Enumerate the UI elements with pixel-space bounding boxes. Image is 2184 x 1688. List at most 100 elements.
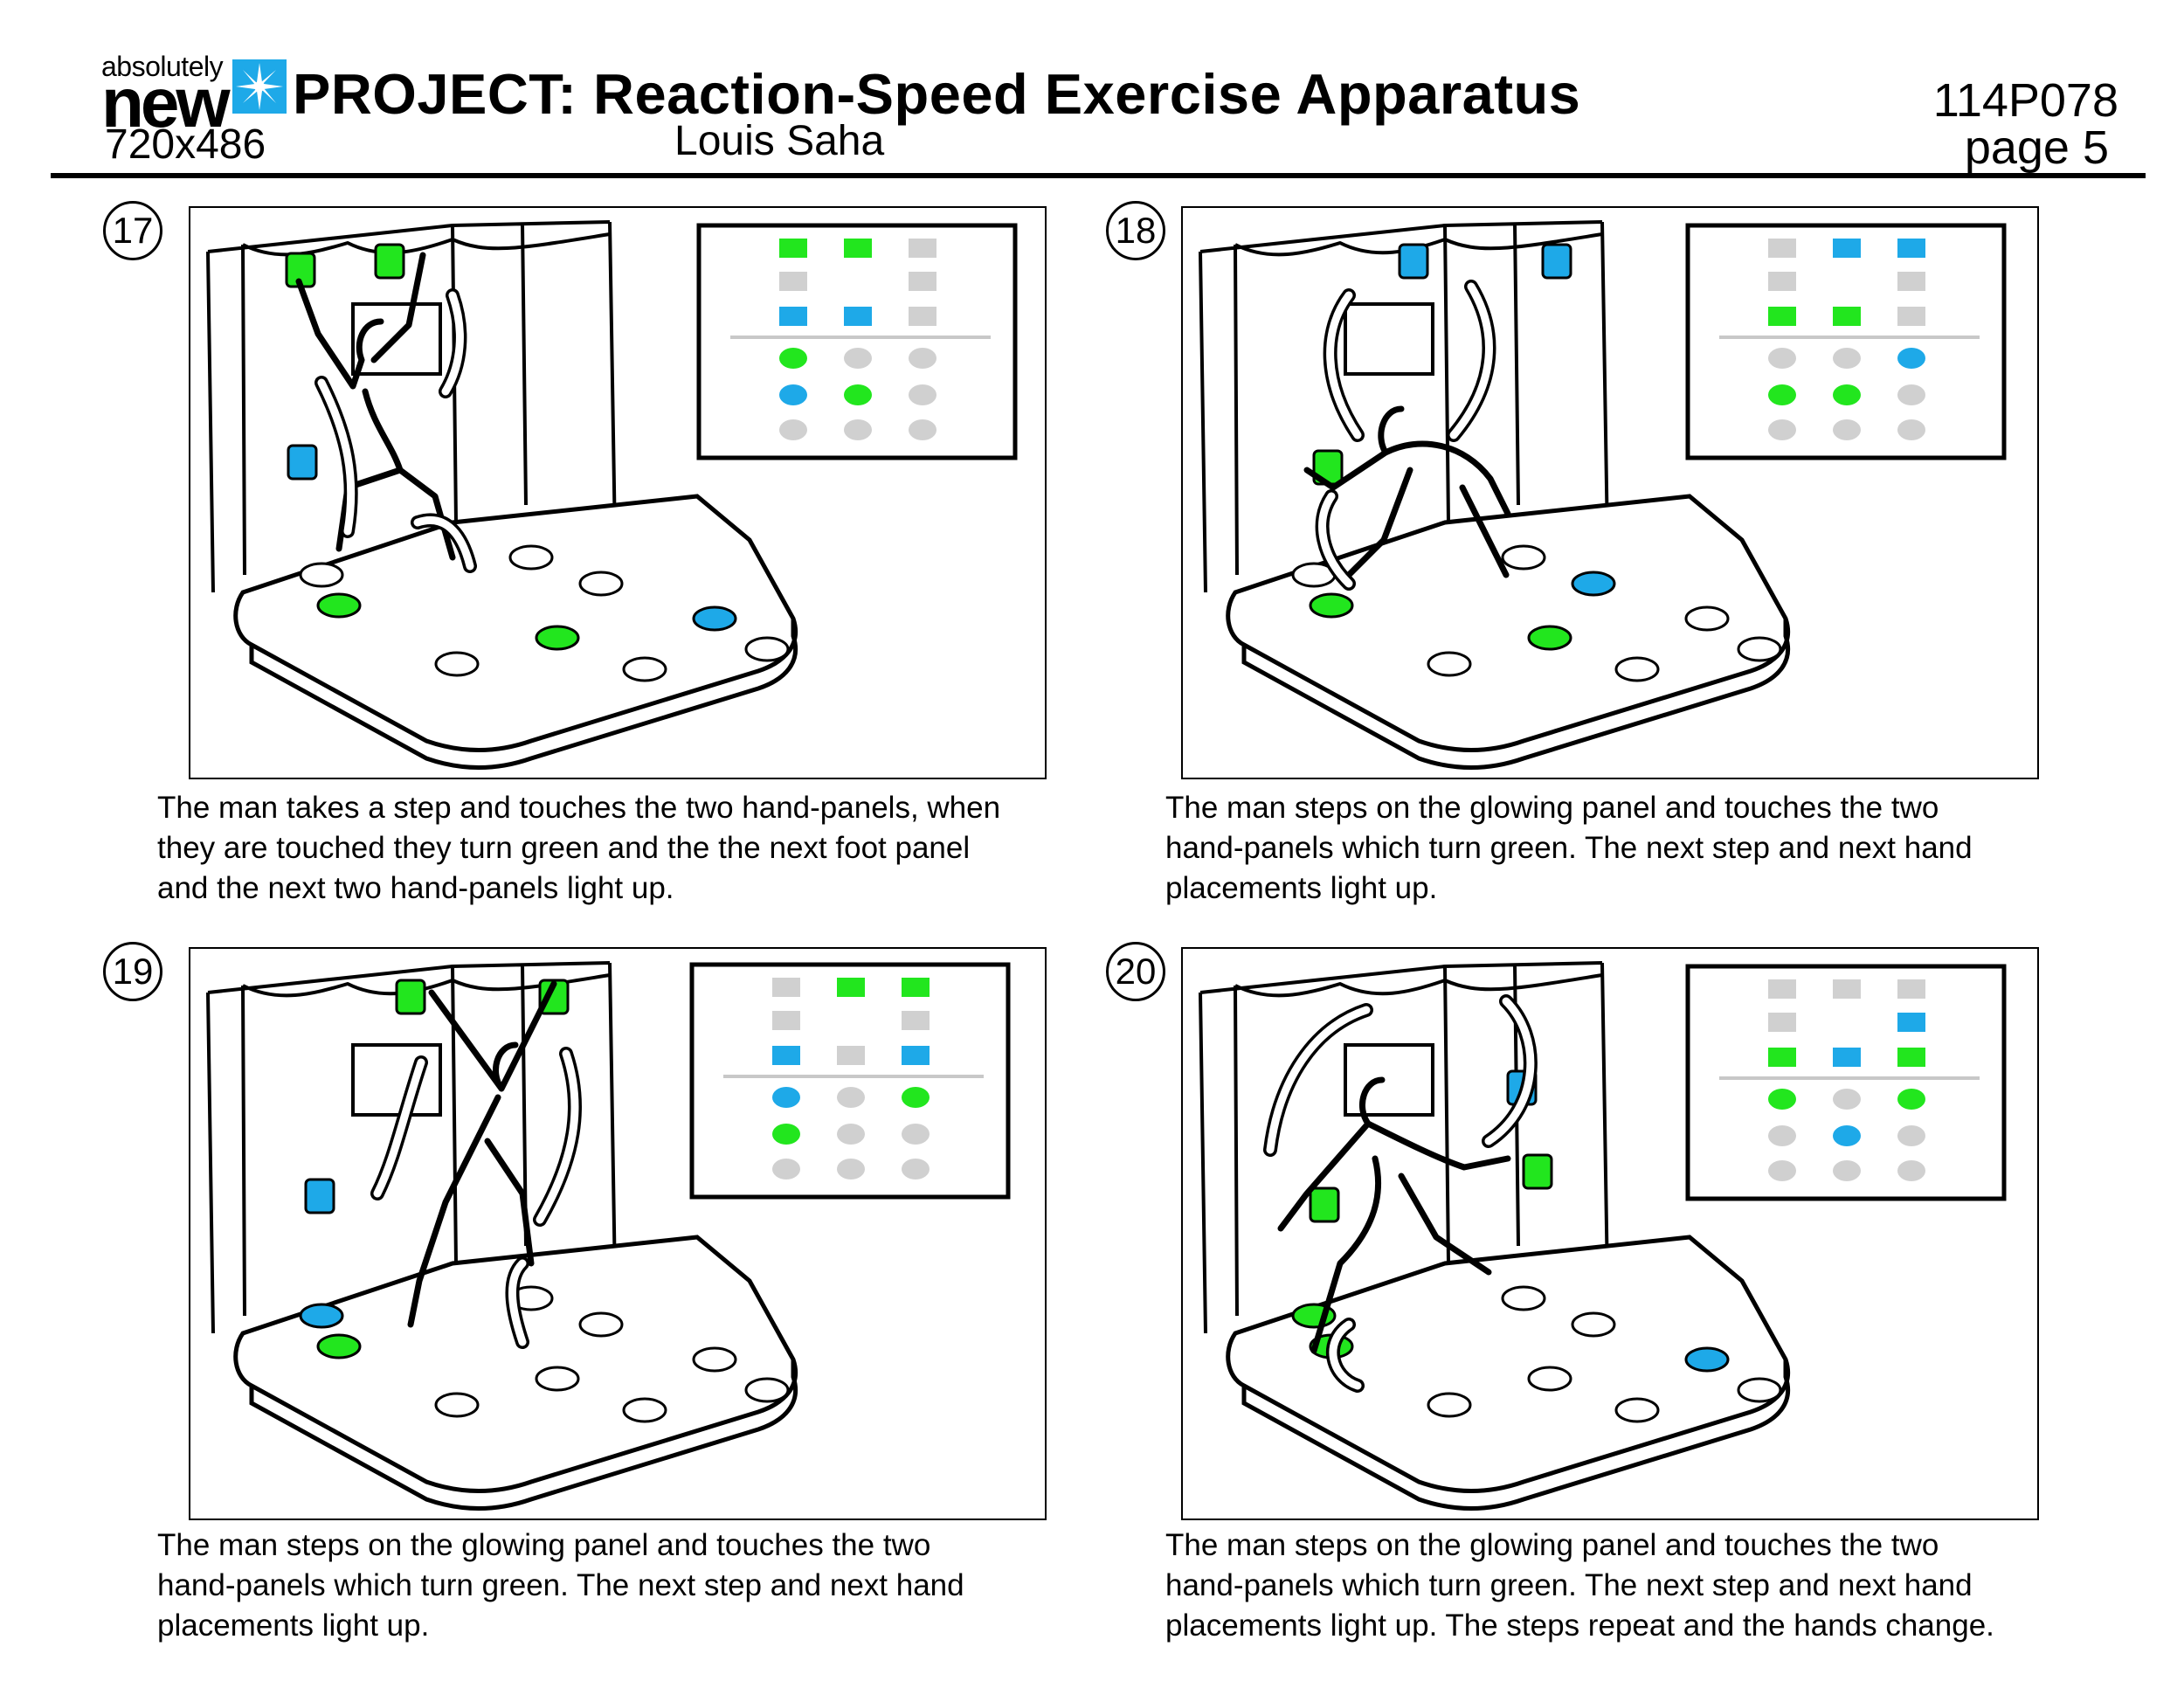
hand-indicator <box>844 307 872 326</box>
hand-indicator <box>1897 1013 1925 1032</box>
hand-indicator <box>1897 1048 1925 1067</box>
hand-indicator <box>1768 272 1796 291</box>
motion-arrow-fill <box>1329 1320 1362 1390</box>
hand-indicator <box>772 978 800 997</box>
caption-line: hand-panels which turn green. The next s… <box>1165 831 1973 865</box>
exercising-man <box>295 252 456 561</box>
motion-arrow-fill <box>1266 1006 1371 1154</box>
foot-indicator <box>779 384 807 405</box>
hand-pad <box>1398 243 1429 280</box>
status-display <box>689 962 1011 1200</box>
exercising-man <box>407 980 557 1328</box>
floor-pad <box>692 605 737 632</box>
wall-monitor <box>351 1043 442 1117</box>
hand-pad <box>1522 1153 1553 1190</box>
foot-indicator <box>1897 1160 1925 1181</box>
floor-pad <box>1571 1311 1616 1338</box>
hand-indicator <box>772 1011 800 1030</box>
motion-arrow-fill <box>1318 492 1353 588</box>
display-frame <box>696 223 1018 460</box>
floor-pad <box>1501 1285 1546 1311</box>
floor-pad <box>535 625 580 651</box>
foot-indicator <box>1768 1125 1796 1146</box>
foot-indicator <box>909 384 936 405</box>
foot-indicator <box>844 419 872 440</box>
hand-pad <box>1309 1186 1340 1223</box>
status-display <box>1685 223 2007 460</box>
foot-indicator <box>1833 1089 1861 1110</box>
frame-rail <box>1234 973 1603 998</box>
panel-illustration <box>189 947 1047 1520</box>
hand-indicator <box>1897 272 1925 291</box>
floor-pad <box>1737 1377 1782 1403</box>
hand-indicator <box>779 272 807 291</box>
motion-arrow-fill <box>536 1049 579 1224</box>
hand-pad <box>395 979 426 1015</box>
caption-line: hand-panels which turn green. The next s… <box>157 1568 964 1602</box>
floor-pad <box>622 656 667 682</box>
hand-indicator <box>1768 307 1796 326</box>
motion-arrow-fill <box>1449 282 1493 439</box>
foot-indicator <box>1833 348 1861 369</box>
hand-indicator <box>1768 239 1796 258</box>
floor-pad <box>1571 571 1616 597</box>
foot-indicator <box>1897 384 1925 405</box>
hand-pad <box>1541 243 1572 280</box>
foot-indicator <box>1768 1160 1796 1181</box>
foot-indicator <box>772 1087 800 1108</box>
motion-arrow-fill <box>1484 997 1535 1145</box>
foot-indicator <box>902 1124 930 1145</box>
hand-indicator <box>902 1046 930 1065</box>
floor-pad <box>692 1346 737 1373</box>
hand-indicator <box>1833 307 1861 326</box>
hand-indicator <box>837 978 865 997</box>
frame-rail <box>242 232 611 257</box>
apparatus-drawing <box>206 961 1011 1511</box>
hand-indicator <box>779 307 807 326</box>
floor-pad <box>1737 636 1782 662</box>
foot-indicator <box>902 1159 930 1180</box>
floor-pad <box>1614 1397 1660 1423</box>
hand-indicator <box>1897 239 1925 258</box>
floor-pad <box>434 1392 480 1418</box>
foot-indicator <box>1768 348 1796 369</box>
caption-line: The man steps on the glowing panel and t… <box>1165 1528 1939 1562</box>
floor-pad <box>1427 651 1472 677</box>
page-number: page 5 <box>1964 121 2109 174</box>
hand-pad <box>374 243 405 280</box>
hand-indicator <box>772 1046 800 1065</box>
foot-indicator <box>909 348 936 369</box>
status-display <box>696 223 1018 460</box>
foot-indicator <box>1768 419 1796 440</box>
exercising-man <box>1303 405 1511 578</box>
caption-line: hand-panels which turn green. The next s… <box>1165 1568 1973 1602</box>
panel-caption: The man steps on the glowing panel and t… <box>1165 788 2144 909</box>
status-display <box>1685 964 2007 1201</box>
floor-pad <box>508 544 554 571</box>
floor-pad <box>1684 605 1730 632</box>
floor-pad <box>535 1366 580 1392</box>
floor-pad <box>316 592 362 619</box>
foot-indicator <box>1833 1160 1861 1181</box>
exercising-man <box>1277 1076 1511 1354</box>
absolutely-new-logo: absolutely new <box>101 51 287 138</box>
floor-pad <box>1527 1366 1572 1392</box>
hand-indicator <box>909 272 936 291</box>
hand-indicator <box>844 239 872 258</box>
floor-pad <box>1309 592 1354 619</box>
foot-indicator <box>1833 384 1861 405</box>
caption-line: they are touched they turn green and the… <box>157 831 971 865</box>
apparatus-drawing <box>206 220 1018 770</box>
hand-pad <box>287 444 318 481</box>
motion-arrow-fill <box>1326 291 1362 439</box>
foot-indicator <box>772 1159 800 1180</box>
platform-edge <box>1241 1359 1791 1511</box>
hand-indicator <box>1768 1048 1796 1067</box>
caption-line: and the next two hand-panels light up. <box>157 871 674 905</box>
foot-indicator <box>772 1124 800 1145</box>
floor-pad <box>316 1333 362 1359</box>
hand-pad <box>304 1178 335 1214</box>
panel-illustration <box>189 206 1047 779</box>
floor-pad <box>578 571 624 597</box>
hand-indicator <box>909 307 936 326</box>
